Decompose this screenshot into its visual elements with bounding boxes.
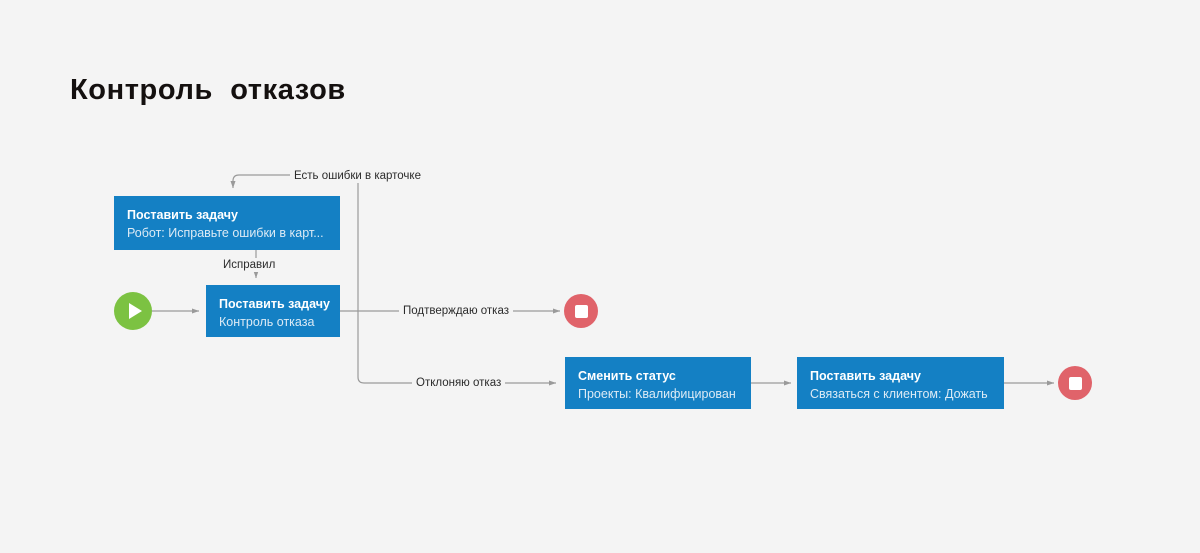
task-subtitle: Связаться с клиентом: Дожать (810, 387, 988, 401)
task-subtitle: Контроль отказа (219, 315, 315, 329)
start-node[interactable] (114, 292, 152, 330)
page-title: Контроль отказов (70, 74, 346, 106)
task-subtitle: Проекты: Квалифицирован (578, 387, 736, 401)
task-subtitle: Робот: Исправьте ошибки в карт... (127, 226, 324, 240)
task-title: Поставить задачу (127, 208, 238, 222)
task-title: Поставить задачу (810, 369, 921, 383)
play-icon (128, 303, 142, 319)
stop-icon (574, 304, 588, 318)
task-title: Поставить задачу (219, 297, 330, 311)
end-node-confirmed[interactable] (564, 294, 598, 328)
edge-decline-refusal (357, 311, 557, 386)
edge-label-confirm-refusal: Подтверждаю отказ (399, 304, 514, 318)
stop-icon (1068, 376, 1082, 390)
task-node-control-refusal[interactable]: Поставить задачу Контроль отказа (206, 285, 340, 337)
edge-label-fixed: Исправил (219, 258, 280, 272)
end-node-rejected[interactable] (1058, 366, 1092, 400)
task-title: Сменить статус (578, 369, 676, 383)
task-node-fix-errors[interactable]: Поставить задачу Робот: Исправьте ошибки… (114, 196, 340, 250)
task-node-contact-client[interactable]: Поставить задачу Связаться с клиентом: Д… (797, 357, 1004, 409)
edge-label-decline-refusal: Отклоняю отказ (412, 376, 506, 390)
edge-label-has-errors: Есть ошибки в карточке (290, 169, 425, 183)
task-node-change-status[interactable]: Сменить статус Проекты: Квалифицирован (565, 357, 751, 409)
